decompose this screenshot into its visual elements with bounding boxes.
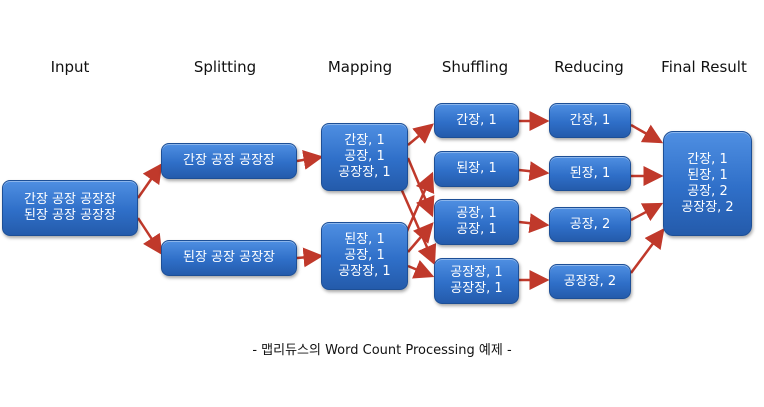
arrow-shuf2-red2 [518,161,550,182]
shuffling-line: 공장, 1 [456,222,497,237]
header-mapping: Mapping [327,58,393,76]
final-line: 공장, 2 [687,183,728,199]
shuffling-line: 된장, 1 [456,161,497,176]
arrow-red1-final [630,123,664,144]
arrow-map1-shuf1 [407,123,434,146]
mapping-line: 간장, 1 [344,133,385,148]
mapping-line: 공장, 1 [344,149,385,164]
arrow-split1-map1 [296,150,324,170]
splitting-box-2: 된장 공장 공장장 [161,240,297,276]
splitting-box-1: 간장 공장 공장장 [161,143,297,179]
arrow-map1-shuf3 [406,157,435,218]
final-line: 된장, 1 [687,167,728,183]
arrow-input-split2 [136,217,163,256]
shuffling-line: 공장장, 1 [450,265,503,280]
shuffling-box-2: 된장, 1 [434,151,519,187]
reducing-box-4: 공장장, 2 [549,264,631,299]
final-line: 공장장, 2 [681,199,734,215]
arrow-red3-final [630,202,664,222]
arrow-map2-shuf4 [407,260,435,279]
arrow-input-split1 [136,162,163,199]
diagram-caption: - 맵리듀스의 Word Count Processing 예제 - [252,343,512,358]
shuffling-box-3: 공장, 1 공장, 1 [434,199,519,245]
shuffling-line: 간장, 1 [456,112,497,128]
splitting-line: 간장 공장 공장장 [183,153,275,168]
shuffling-line: 공장, 1 [456,206,497,221]
mapping-box-2: 된장, 1 공장, 1 공장장, 1 [321,222,408,290]
arrow-map2-shuf3 [407,222,434,253]
shuffling-line: 공장장, 1 [450,281,503,296]
arrow-split2-map2 [296,247,324,268]
header-reducing: Reducing [554,58,624,76]
header-splitting: Splitting [193,58,257,76]
mapping-box-1: 간장, 1 공장, 1 공장장, 1 [321,123,408,191]
arrow-map2-shuf2 [402,171,435,239]
input-line: 된장 공장 공장장 [24,208,116,223]
header-shuffling: Shuffling [441,58,509,76]
final-line: 간장, 1 [687,151,728,167]
shuffling-box-4: 공장장, 1 공장장, 1 [434,258,519,304]
mapping-line: 공장장, 1 [338,165,391,180]
splitting-line: 된장 공장 공장장 [183,250,275,265]
final-result-box: 간장, 1 된장, 1 공장, 2 공장장, 2 [663,131,752,236]
mapping-line: 공장, 1 [344,248,385,263]
reducing-line: 공장장, 2 [563,273,617,289]
arrow-red4-final [629,227,665,274]
mapping-line: 된장, 1 [344,232,385,247]
reducing-line: 된장, 1 [569,165,611,181]
header-input: Input [50,58,90,76]
header-final-result: Final Result [661,58,747,76]
reducing-box-3: 공장, 2 [549,207,631,242]
shuffling-box-1: 간장, 1 [434,103,519,138]
reducing-line: 간장, 1 [569,112,611,128]
arrow-shuf3-red3 [518,213,550,234]
reducing-box-1: 간장, 1 [549,103,631,138]
input-box: 간장 공장 공장장 된장 공장 공장장 [2,180,138,236]
mapping-line: 공장장, 1 [338,264,391,279]
reducing-box-2: 된장, 1 [549,156,631,191]
input-line: 간장 공장 공장장 [24,192,116,207]
reducing-line: 공장, 2 [569,216,611,232]
